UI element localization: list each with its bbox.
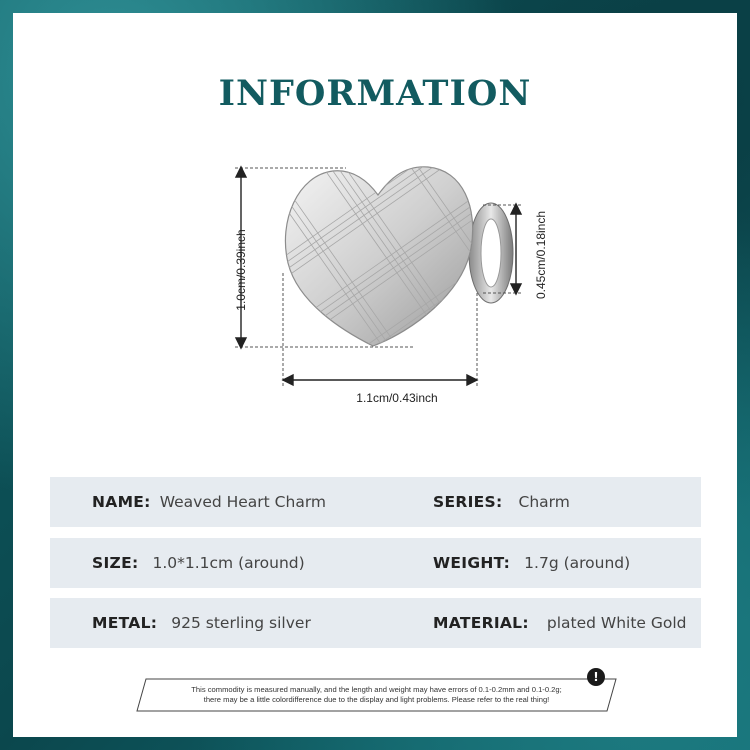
info-panel: INFORMATION [13, 13, 737, 737]
disclaimer-line: there may be a little colordifference du… [203, 695, 550, 704]
spec-metal: METAL: 925 sterling silver [92, 598, 311, 648]
page-title: INFORMATION [218, 73, 532, 114]
spec-value: plated White Gold [546, 614, 687, 632]
spec-row-metal-material: METAL: 925 sterling silver MATERIAL: pla… [50, 598, 701, 648]
disclaimer-text: This commodity is measured manually, and… [136, 685, 617, 705]
depth-dimension-label: 0.45cm/0.18inch [534, 210, 548, 300]
heart-charm-illustration [234, 165, 523, 387]
spec-value: Weaved Heart Charm [159, 493, 327, 511]
spec-name: NAME: Weaved Heart Charm [92, 477, 326, 527]
spec-value: 1.0*1.1cm (around) [152, 554, 305, 572]
width-dimension-label: 1.1cm/0.43inch [356, 391, 438, 405]
spec-label: NAME: [92, 493, 151, 511]
product-dimension-diagram: 1.0cm/0.39inch 0.45cm/0.18inch 1.1cm/0.4… [13, 13, 737, 433]
spec-label: SERIES: [433, 493, 503, 511]
spec-value: Charm [518, 493, 570, 511]
spec-label: METAL: [92, 614, 158, 632]
spec-weight: WEIGHT: 1.7g (around) [433, 538, 630, 588]
spec-material: MATERIAL: plated White Gold [433, 598, 687, 648]
spec-label: MATERIAL: [433, 614, 529, 632]
measurement-disclaimer: This commodity is measured manually, and… [136, 678, 617, 712]
spec-value: 1.7g (around) [524, 554, 631, 572]
disclaimer-border [136, 678, 617, 712]
spec-series: SERIES: Charm [433, 477, 570, 527]
spec-size: SIZE: 1.0*1.1cm (around) [92, 538, 305, 588]
spec-label: SIZE: [92, 554, 139, 572]
height-dimension-label: 1.0cm/0.39inch [234, 229, 248, 311]
spec-label: WEIGHT: [433, 554, 511, 572]
spec-value: 925 sterling silver [171, 614, 311, 632]
disclaimer-line: This commodity is measured manually, and… [191, 685, 562, 694]
exclamation-icon: ! [587, 668, 605, 686]
spec-row-name-series: NAME: Weaved Heart Charm SERIES: Charm [50, 477, 701, 527]
spec-row-size-weight: SIZE: 1.0*1.1cm (around) WEIGHT: 1.7g (a… [50, 538, 701, 588]
